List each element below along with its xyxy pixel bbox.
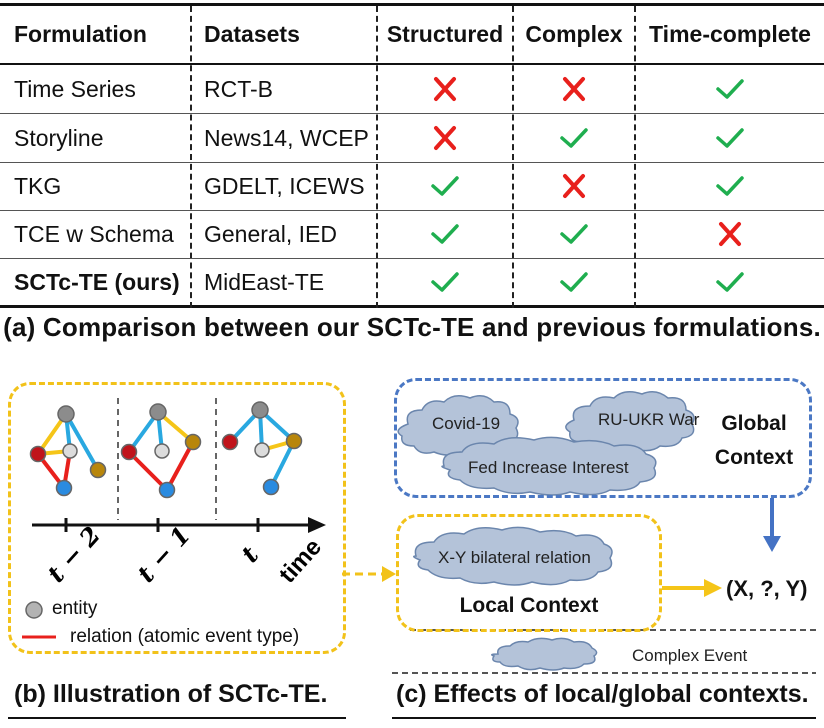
table-row: TCE w Schema General, IED [0, 211, 824, 259]
caption-c-rule [392, 717, 816, 719]
local-context-label: Local Context [459, 594, 599, 617]
caption-a: (a) Comparison between our SCTc-TE and p… [3, 312, 821, 342]
check-icon [516, 259, 632, 305]
table-row: Time Series RCT-B [0, 66, 824, 114]
time-tick-label: t − 1 [131, 521, 196, 588]
legend-relation-label: relation (atomic event type) [70, 626, 300, 647]
check-icon [640, 115, 820, 161]
table-bottom-rule [0, 305, 824, 308]
column-divider [376, 6, 378, 308]
table-header-rule [0, 63, 824, 65]
row-divider [0, 162, 824, 163]
table-header-row: Formulation Datasets Structured Complex … [0, 6, 824, 63]
caption-b: (b) Illustration of SCTc-TE. [14, 680, 328, 708]
caption-c: (c) Effects of local/global contexts. [396, 680, 809, 708]
check-icon [640, 259, 820, 305]
cell-datasets: General, IED [204, 220, 337, 247]
row-divider [0, 258, 824, 259]
table-row: SCTc-TE (ours) MidEast-TE [0, 259, 824, 305]
column-divider [512, 6, 514, 308]
cross-icon [516, 163, 632, 209]
cell-formulation: Time Series [14, 75, 136, 102]
cross-icon [380, 66, 510, 112]
cell-datasets: GDELT, ICEWS [204, 172, 365, 199]
check-icon [640, 163, 820, 209]
cloud-complex-event-legend [491, 637, 598, 671]
row-divider [0, 113, 824, 114]
check-icon [380, 259, 510, 305]
time-tick-label: t − 2 [41, 521, 106, 588]
column-divider [634, 6, 636, 308]
table-row: TKG GDELT, ICEWS [0, 163, 824, 211]
check-icon [640, 66, 820, 112]
cell-formulation: Storyline [14, 124, 104, 151]
header-time-complete: Time-complete [649, 21, 811, 47]
row-divider [0, 210, 824, 211]
column-divider [190, 6, 192, 308]
header-formulation: Formulation [14, 21, 147, 47]
entity-legend-icon [25, 601, 43, 619]
complex-event-legend-label: Complex Event [632, 646, 748, 665]
cloud-label-fed: Fed Increase Interest [468, 458, 629, 477]
global-context-box [394, 378, 812, 498]
legend-entity-label: entity [52, 598, 98, 619]
check-icon [380, 211, 510, 257]
global-context-label-line2: Context [714, 446, 794, 469]
check-icon [380, 163, 510, 209]
illustration-panel [8, 382, 346, 654]
time-tick-label: t [235, 540, 264, 568]
global-context-label-line1: Global [721, 412, 787, 435]
cell-formulation: SCTc-TE (ours) [14, 268, 180, 295]
header-structured: Structured [386, 21, 504, 47]
cross-icon [640, 211, 820, 257]
cloud-xy-bilateral [413, 526, 613, 586]
cloud-label-xy-bilateral: X-Y bilateral relation [438, 548, 591, 567]
cloud-label-covid: Covid-19 [432, 414, 501, 433]
time-axis-label: time [274, 534, 327, 589]
cell-datasets: RCT-B [204, 75, 273, 102]
local-context-box [396, 514, 662, 632]
cell-datasets: News14, WCEP [204, 124, 369, 151]
arrow-local-to-output [662, 579, 722, 597]
check-icon [516, 115, 632, 161]
arrow-illustration-to-local [342, 566, 396, 582]
cell-formulation: TKG [14, 172, 62, 199]
arrow-global-to-output [763, 498, 781, 552]
cell-formulation: TCE w Schema [14, 220, 174, 247]
caption-b-rule [8, 717, 346, 719]
comparison-table: Formulation Datasets Structured Complex … [0, 0, 824, 308]
graph-snapshot-t [221, 401, 303, 496]
time-axis [32, 517, 326, 533]
cloud-fed [441, 436, 657, 496]
graph-snapshot-t-minus-1 [120, 403, 202, 499]
cross-icon [516, 66, 632, 112]
cross-icon [380, 115, 510, 161]
header-datasets: Datasets [204, 21, 300, 47]
output-triple: (X, ?, Y) [726, 576, 808, 601]
check-icon [516, 211, 632, 257]
table-row: Storyline News14, WCEP [0, 115, 824, 163]
table-top-rule [0, 3, 824, 6]
header-complex: Complex [525, 21, 623, 47]
graph-snapshot-t-minus-2 [29, 405, 107, 497]
cell-datasets: MidEast-TE [204, 268, 325, 295]
cloud-label-ru-ukr: RU-UKR War [598, 410, 700, 429]
